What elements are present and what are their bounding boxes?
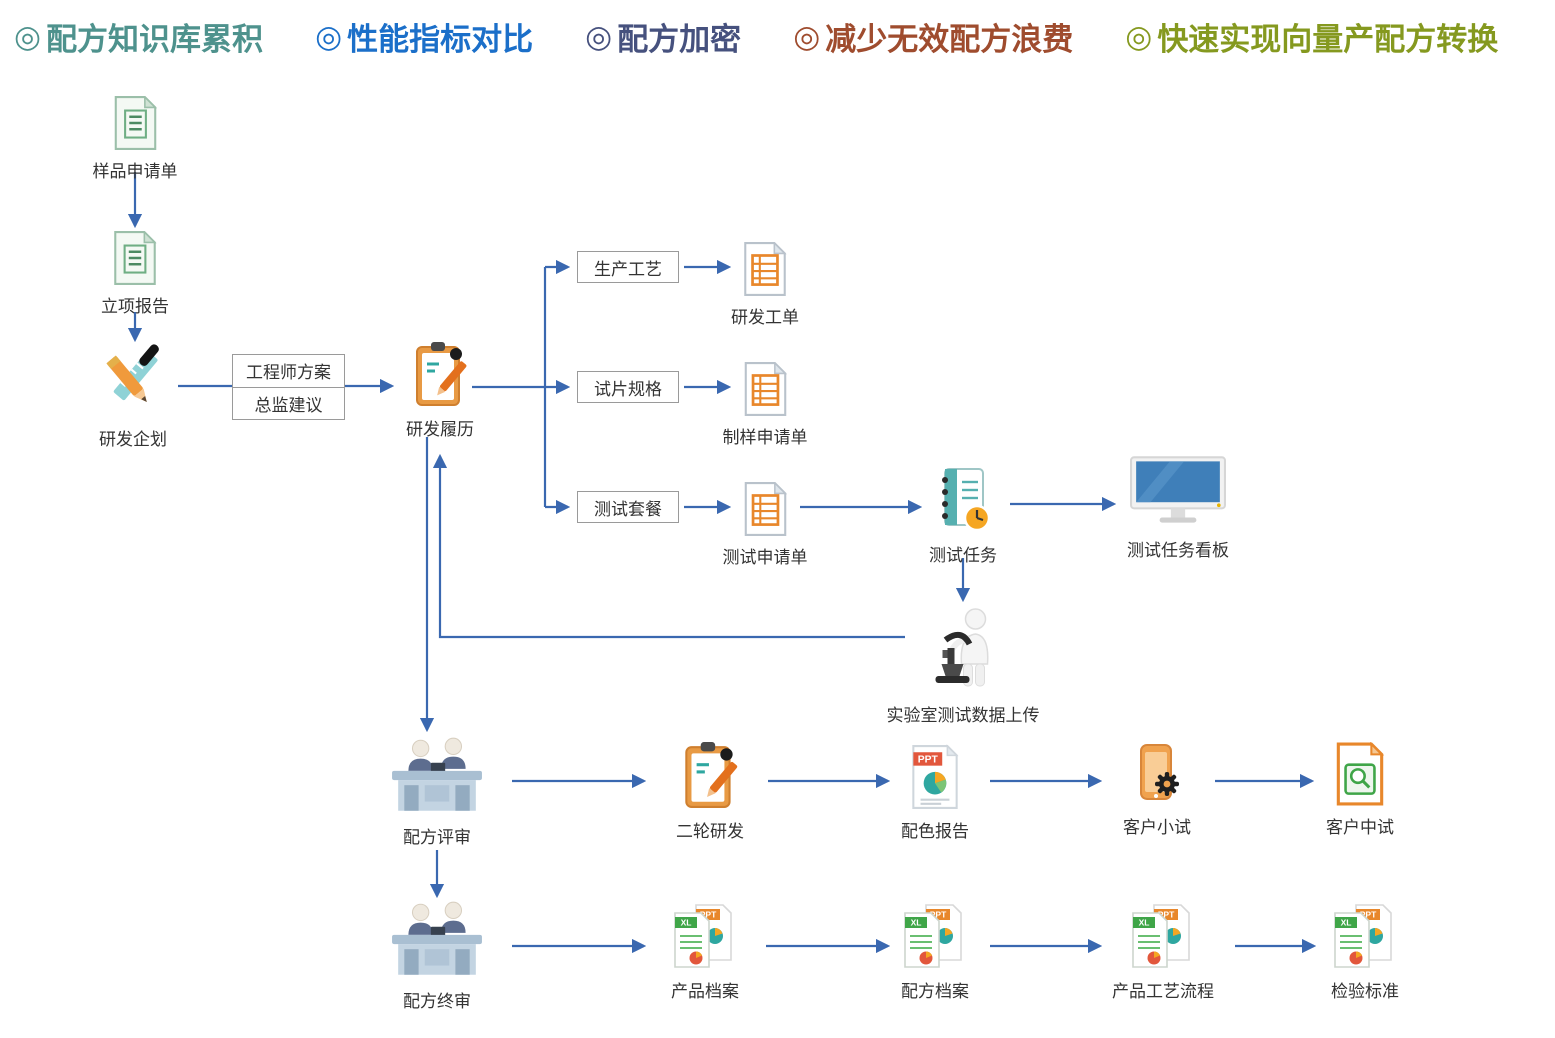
node-second-round-rd: 二轮研发 [676, 740, 744, 842]
node-label: 配方终审 [403, 992, 471, 1011]
green-document-icon [112, 96, 158, 150]
node-label: 实验室测试数据上传 [886, 706, 1040, 725]
node-test-request: 测试申请单 [723, 482, 808, 568]
node-product-archive: 产品档案 [671, 904, 739, 1002]
feature-label: 配方知识库累积 [46, 22, 264, 57]
plan-advice-box: 工程师方案 总监建议 [232, 354, 345, 420]
feature-label: 配方加密 [617, 22, 742, 57]
node-label: 配方档案 [901, 982, 969, 1001]
feature-item-reduce-waste: ◎ 减少无效配方浪费 [793, 14, 1073, 59]
node-label: 研发履历 [406, 420, 474, 439]
microscope-person-icon [923, 606, 1003, 694]
desk-review-icon [390, 900, 484, 980]
excel-ppt-docs-icon [673, 904, 737, 970]
desk-review-icon [390, 736, 484, 816]
node-customer-small-test: 客户小试 [1123, 742, 1191, 838]
node-formula-final-review: 配方终审 [390, 900, 484, 1012]
node-label: 测试任务 [929, 546, 997, 565]
clipboard-pencil-icon [681, 740, 739, 810]
node-test-task: 测试任务 [929, 466, 997, 566]
clipboard-pencil-icon [412, 340, 468, 408]
node-label: 样品申请单 [92, 162, 178, 181]
node-test-task-board: 测试任务看板 [1127, 455, 1229, 561]
node-label: 测试任务看板 [1127, 541, 1229, 560]
feature-label: 减少无效配方浪费 [825, 22, 1074, 57]
engineer-plan-label: 工程师方案 [233, 355, 344, 388]
node-label: 配方评审 [403, 828, 471, 847]
node-project-report: 立项报告 [101, 231, 169, 317]
node-formula-archive: 配方档案 [901, 904, 969, 1002]
node-rd-history: 研发履历 [406, 340, 474, 440]
node-color-report: 配色报告 [901, 744, 969, 842]
notebook-clock-icon [935, 466, 991, 534]
node-rd-planning: 研发企划 [99, 344, 167, 450]
excel-ppt-docs-icon [1131, 904, 1195, 970]
bullseye-icon: ◎ [315, 19, 343, 54]
node-product-process-flow: 产品工艺流程 [1112, 904, 1214, 1002]
node-label: 检验标准 [1331, 982, 1399, 1001]
orange-form-icon [742, 362, 788, 416]
node-inspection-standard: 检验标准 [1331, 904, 1399, 1002]
node-label: 客户小试 [1123, 818, 1191, 837]
orange-form-icon [742, 482, 788, 536]
feature-header: ◎ 配方知识库累积 ◎ 性能指标对比 ◎ 配方加密 ◎ 减少无效配方浪费 ◎ 快… [14, 14, 1498, 59]
feature-label: 性能指标对比 [347, 22, 534, 57]
node-formula-review: 配方评审 [390, 736, 484, 848]
bullseye-icon: ◎ [14, 19, 42, 54]
ppt-report-icon [908, 744, 962, 810]
bullseye-icon: ◎ [793, 19, 821, 54]
feature-item-performance-compare: ◎ 性能指标对比 [315, 14, 533, 59]
green-document-icon [112, 231, 158, 285]
node-label: 制样申请单 [722, 428, 808, 447]
feature-item-knowledge-base: ◎ 配方知识库累积 [14, 14, 263, 59]
bullseye-icon: ◎ [585, 19, 613, 54]
node-lab-upload: 实验室测试数据上传 [887, 606, 1040, 726]
pencil-ruler-icon [100, 344, 166, 418]
feature-item-mass-production: ◎ 快速实现向量产配方转换 [1125, 14, 1498, 59]
node-label: 研发企划 [99, 430, 167, 449]
feature-item-formula-encryption: ◎ 配方加密 [585, 14, 741, 59]
node-label: 产品工艺流程 [1112, 982, 1214, 1001]
excel-ppt-docs-icon [1333, 904, 1397, 970]
node-sample-request: 样品申请单 [93, 96, 178, 182]
node-label: 研发工单 [731, 308, 799, 327]
phone-gear-icon [1129, 742, 1185, 806]
node-label: 客户中试 [1326, 818, 1394, 837]
production-process-box: 生产工艺 [577, 251, 679, 283]
node-label: 测试申请单 [722, 548, 808, 567]
feature-label: 快速实现向量产配方转换 [1157, 22, 1499, 57]
connector-lines [127, 172, 1317, 954]
node-label: 产品档案 [671, 982, 739, 1001]
node-label: 立项报告 [101, 297, 169, 316]
test-package-box: 测试套餐 [577, 491, 679, 523]
bullseye-icon: ◎ [1125, 19, 1153, 54]
node-customer-mid-test: 客户中试 [1326, 742, 1394, 838]
monitor-dashboard-icon [1129, 455, 1227, 529]
node-label: 配色报告 [901, 822, 969, 841]
director-advice-label: 总监建议 [254, 395, 323, 415]
excel-ppt-docs-icon [903, 904, 967, 970]
orange-form-icon [742, 242, 788, 296]
node-sample-making-request: 制样申请单 [723, 362, 808, 448]
node-label: 二轮研发 [676, 822, 744, 841]
document-magnifier-icon [1334, 742, 1386, 806]
node-rd-workorder: 研发工单 [731, 242, 799, 328]
test-piece-spec-box: 试片规格 [577, 371, 679, 403]
